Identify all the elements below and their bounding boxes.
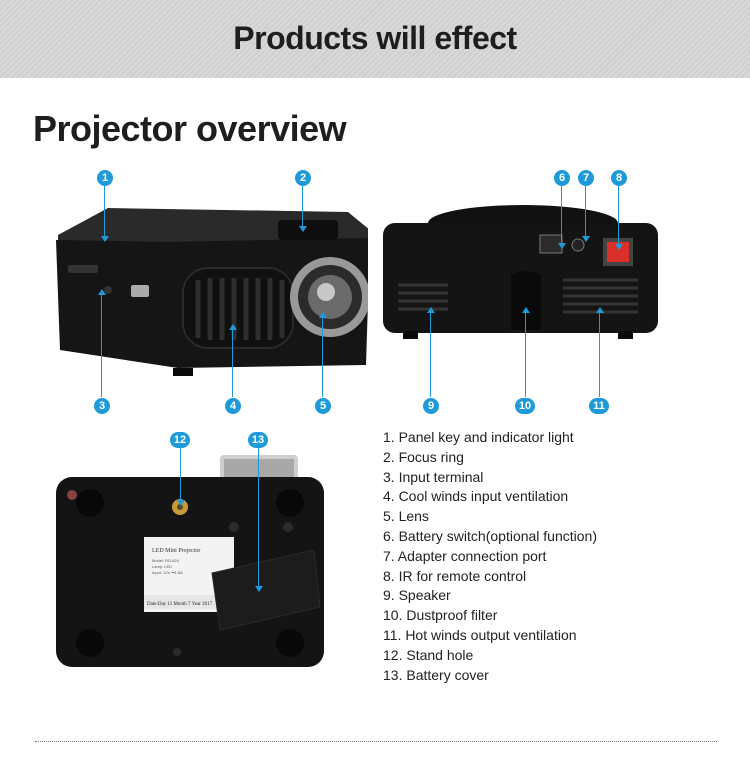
feature-item: 12. Stand hole [383, 646, 474, 663]
feature-item: 9. Speaker [383, 587, 451, 604]
callout-7: 7 [578, 170, 594, 186]
callout-4: 4 [225, 398, 241, 414]
callout-11: 11 [589, 398, 609, 414]
feature-item: 6. Battery switch(optional function) [383, 527, 597, 544]
feature-item: 3. Input terminal [383, 468, 484, 485]
callout-5: 5 [315, 398, 331, 414]
page-heading: Projector overview [33, 108, 347, 149]
label-model: Model: RD-824 [152, 558, 180, 563]
feature-list: 1. Panel key and indicator light 2. Focu… [383, 428, 597, 685]
feature-item: 10. Dustproof filter [383, 607, 498, 624]
feature-item: 13. Battery cover [383, 666, 489, 683]
callout-2: 2 [295, 170, 311, 186]
label-input: Input: 12V ⎓1.5A [152, 570, 183, 575]
feature-item: 7. Adapter connection port [383, 547, 547, 564]
projector-bottom-image: LED Mini Projector Model: RD-824 Lamp: L… [56, 455, 324, 667]
feature-item: 8. IR for remote control [383, 567, 527, 584]
label-lamp: Lamp: LED [152, 564, 172, 569]
divider [35, 741, 717, 742]
callout-1: 1 [97, 170, 113, 186]
feature-item: 5. Lens [383, 508, 429, 525]
callout-3: 3 [94, 398, 110, 414]
callout-12: 12 [170, 432, 190, 448]
callout-6: 6 [554, 170, 570, 186]
banner: Products will effect [0, 0, 750, 78]
feature-item: 2. Focus ring [383, 448, 464, 465]
banner-title: Products will effect [233, 20, 517, 56]
feature-item: 11. Hot winds output ventilation [383, 626, 577, 643]
callout-9: 9 [423, 398, 439, 414]
callout-13: 13 [248, 432, 268, 448]
callout-8: 8 [611, 170, 627, 186]
label-title: LED Mini Projector [152, 548, 200, 554]
projector-front-image [56, 208, 368, 376]
feature-item: 4. Cool winds input ventilation [383, 488, 569, 505]
callout-10: 10 [515, 398, 535, 414]
projector-back-image [383, 205, 658, 339]
label-date: Date:Day 11 Month 7 Year 2017 [147, 602, 213, 607]
feature-item: 1. Panel key and indicator light [383, 429, 574, 445]
